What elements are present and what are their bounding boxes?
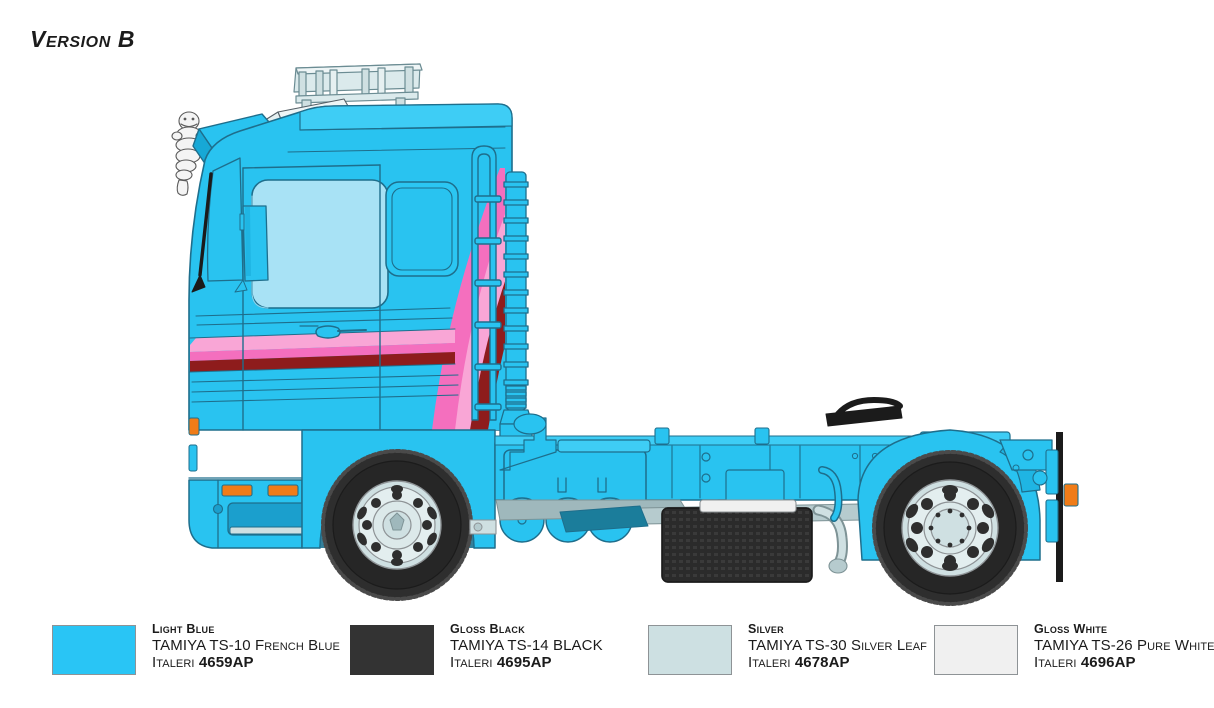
legend-color-name: Gloss White bbox=[1034, 622, 1108, 636]
air-line bbox=[818, 466, 843, 522]
muffler-pipe bbox=[812, 504, 848, 574]
windshield bbox=[191, 157, 244, 293]
legend-italeri-line: Italeri 4696AP bbox=[1034, 655, 1214, 671]
legend-tamiya-code: TAMIYA TS-26 Pure White bbox=[1034, 637, 1214, 655]
color-swatch-silver bbox=[648, 625, 732, 675]
access-ladder bbox=[471, 145, 502, 421]
color-swatch-gloss-white bbox=[934, 625, 1018, 675]
legend-text-silver: Silver TAMIYA TS-30 Silver Leaf Italeri … bbox=[748, 622, 927, 671]
legend-italeri-label: Italeri bbox=[748, 654, 795, 672]
legend-italeri-code: 4696AP bbox=[1080, 654, 1136, 672]
legend-italeri-line: Italeri 4678AP bbox=[748, 655, 927, 671]
legend-italeri-line: Italeri 4659AP bbox=[152, 655, 340, 671]
roof-light-bar bbox=[293, 63, 423, 109]
page-title: Version B bbox=[30, 26, 136, 52]
legend-item-silver: Silver TAMIYA TS-30 Silver Leaf Italeri … bbox=[648, 622, 927, 675]
legend-color-name: Gloss Black bbox=[450, 622, 526, 636]
legend-italeri-label: Italeri bbox=[1034, 654, 1081, 672]
catwalk bbox=[499, 413, 557, 471]
front-mud-bracket bbox=[469, 519, 497, 535]
body-side-stripes bbox=[189, 328, 456, 373]
legend-item-gloss-black: Gloss Black TAMIYA TS-14 BLACK Italeri 4… bbox=[350, 622, 603, 675]
legend-item-light-blue: Light Blue TAMIYA TS-10 French Blue Ital… bbox=[52, 622, 340, 675]
legend-tamiya-code: TAMIYA TS-30 Silver Leaf bbox=[748, 637, 927, 655]
color-legend: Light Blue TAMIYA TS-10 French Blue Ital… bbox=[0, 615, 1214, 708]
spare-tire bbox=[661, 499, 813, 583]
exhaust-stack bbox=[499, 171, 533, 441]
legend-color-name: Silver bbox=[748, 622, 784, 636]
legend-text-light-blue: Light Blue TAMIYA TS-10 French Blue Ital… bbox=[152, 622, 340, 671]
side-window bbox=[251, 179, 389, 309]
legend-item-gloss-white: Gloss White TAMIYA TS-26 Pure White Ital… bbox=[934, 622, 1214, 675]
color-swatch-light-blue bbox=[52, 625, 136, 675]
legend-italeri-code: 4695AP bbox=[496, 654, 552, 672]
legend-tamiya-code: TAMIYA TS-10 French Blue bbox=[152, 637, 340, 655]
rear-fender bbox=[825, 397, 1053, 561]
color-swatch-gloss-black bbox=[350, 625, 434, 675]
truck-illustration bbox=[171, 63, 1079, 606]
rear-mudflap-bar bbox=[1032, 432, 1079, 582]
legend-italeri-label: Italeri bbox=[450, 654, 497, 672]
side-mirror bbox=[234, 205, 269, 293]
legend-color-name: Light Blue bbox=[152, 622, 215, 636]
cab-side-ribs bbox=[191, 307, 459, 403]
legend-italeri-line: Italeri 4695AP bbox=[450, 655, 603, 671]
legend-text-gloss-white: Gloss White TAMIYA TS-26 Pure White Ital… bbox=[1034, 622, 1214, 671]
legend-italeri-label: Italeri bbox=[152, 654, 199, 672]
front-wheel bbox=[321, 449, 473, 601]
rear-wheel bbox=[872, 450, 1028, 606]
legend-italeri-code: 4659AP bbox=[198, 654, 254, 672]
legend-italeri-code: 4678AP bbox=[794, 654, 850, 672]
legend-tamiya-code: TAMIYA TS-14 BLACK bbox=[450, 637, 603, 655]
rear-cab-window bbox=[385, 181, 459, 277]
legend-text-gloss-black: Gloss Black TAMIYA TS-14 BLACK Italeri 4… bbox=[450, 622, 603, 671]
